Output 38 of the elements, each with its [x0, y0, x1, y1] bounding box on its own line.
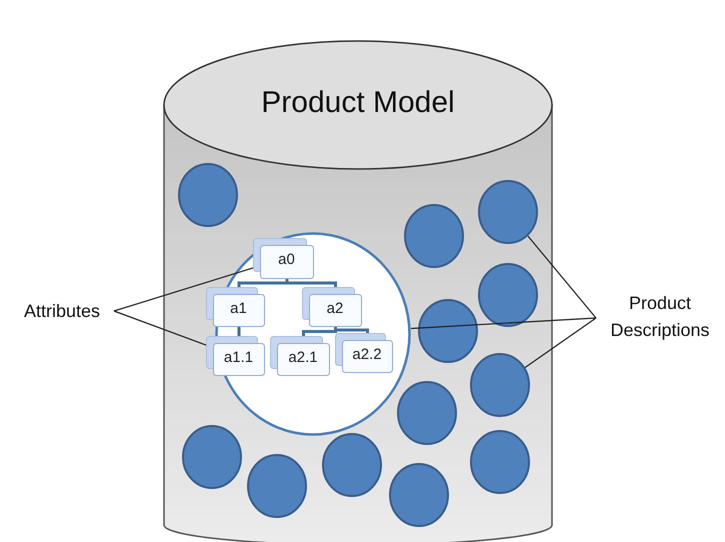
leader-line — [527, 236, 596, 318]
circle — [478, 263, 538, 327]
org-chart-card — [302, 287, 362, 327]
circle — [418, 299, 478, 363]
tree-connector — [238, 279, 288, 287]
circle — [397, 381, 457, 445]
circle — [247, 454, 307, 518]
circle — [470, 430, 530, 494]
tree-connector — [302, 327, 337, 336]
org-chart-card — [253, 238, 314, 279]
callout-label: Attributes — [22, 300, 102, 323]
card-label: a2 — [326, 300, 344, 317]
card-label: a2.1 — [287, 349, 319, 366]
leader-line — [410, 317, 596, 330]
leader-line — [524, 318, 596, 368]
circle — [470, 353, 530, 417]
card-label: a1 — [229, 300, 248, 317]
leader-line — [114, 267, 254, 312]
circle — [178, 163, 238, 227]
org-chart-card — [206, 287, 265, 327]
org-chart-card — [206, 336, 265, 376]
circle — [478, 180, 538, 244]
tree-connector — [286, 279, 337, 287]
cylinder — [163, 40, 553, 542]
circle — [404, 204, 464, 268]
circle — [182, 425, 242, 489]
circle — [389, 463, 449, 527]
circle — [322, 433, 382, 497]
tree-connector — [238, 327, 240, 336]
card-label: a2.2 — [351, 346, 383, 363]
card-label: a1.1 — [222, 349, 254, 366]
org-chart-card — [335, 333, 393, 373]
leader-line — [114, 310, 206, 346]
cylinder-title: Product Model — [260, 86, 456, 120]
tree-connector — [334, 327, 369, 333]
callout-label: Product Descriptions — [609, 292, 711, 342]
card-label: a0 — [277, 251, 296, 268]
org-chart-card — [270, 336, 330, 376]
